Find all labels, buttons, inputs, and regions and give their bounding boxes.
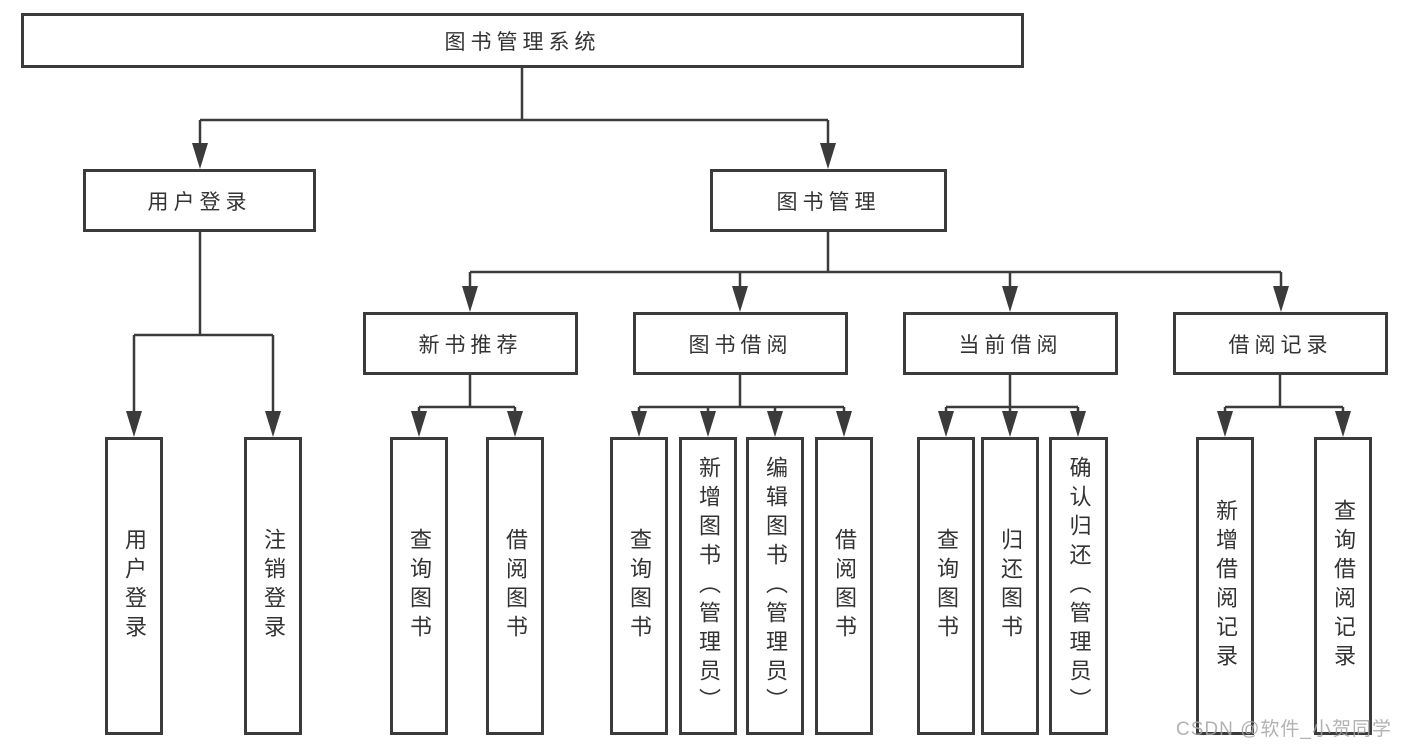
node-book-management: 图书管理 — [710, 169, 947, 232]
node-user-login: 用户登录 — [83, 169, 316, 232]
leaf-add-borrow-record: 新增借阅记录 — [1196, 437, 1254, 735]
node-new-book-recommend: 新书推荐 — [363, 312, 578, 375]
leaf-borrow-books-1: 借阅图书 — [486, 437, 544, 735]
node-library-management-system: 图书管理系统 — [21, 13, 1024, 68]
leaf-borrow-books-2: 借阅图书 — [815, 437, 873, 735]
node-current-borrowing: 当前借阅 — [903, 312, 1118, 375]
leaf-edit-book-admin: 编辑图书（管理员） — [746, 437, 804, 735]
leaf-query-borrow-record: 查询借阅记录 — [1314, 437, 1372, 735]
leaf-query-books-3: 查询图书 — [917, 437, 975, 735]
leaf-return-books: 归还图书 — [981, 437, 1039, 735]
leaf-query-books-1: 查询图书 — [390, 437, 448, 735]
csdn-watermark: CSDN @软件_小贺同学 — [1176, 719, 1392, 740]
leaf-logout: 注销登录 — [244, 437, 302, 735]
leaf-confirm-return-admin: 确认归还（管理员） — [1049, 437, 1108, 735]
node-borrowing-records: 借阅记录 — [1173, 312, 1388, 375]
leaf-add-book-admin: 新增图书（管理员） — [679, 437, 737, 735]
node-book-borrowing: 图书借阅 — [633, 312, 848, 375]
leaf-query-books-2: 查询图书 — [610, 437, 668, 735]
leaf-user-login: 用户登录 — [105, 437, 163, 735]
